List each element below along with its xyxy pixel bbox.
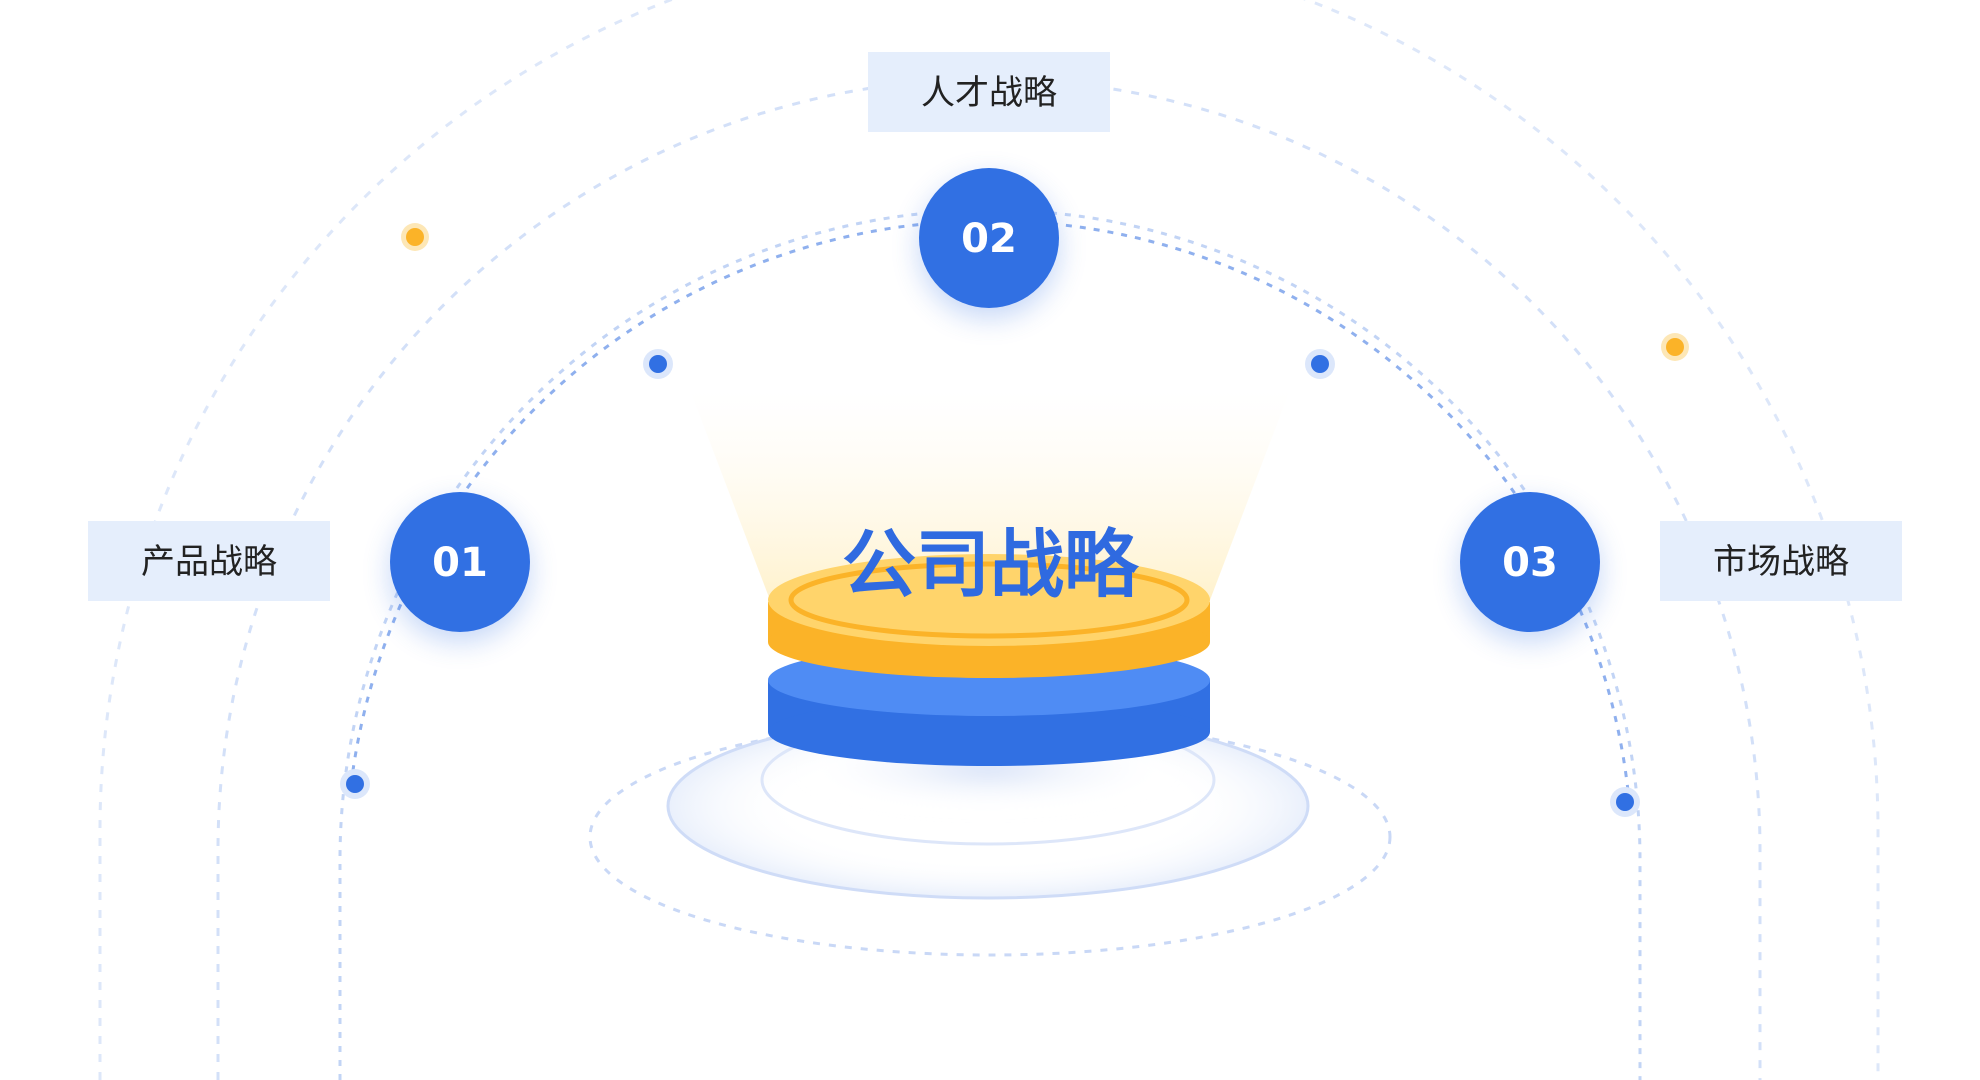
gold-disc-top [768,554,1210,646]
strategy-label-03: 市场战略 [1660,521,1902,601]
blue-dot-upper-right-core [1311,355,1329,373]
strategy-node-03: 03 [1460,492,1600,642]
label-02-box [868,52,1110,132]
outer-arc [98,0,1880,1080]
strategy-label-02: 人才战略 [868,52,1110,132]
strategy-label-01: 产品战略 [88,521,330,601]
node-03-number: 03 [1502,540,1558,586]
light-beam [690,390,1290,600]
label-01-text: 产品战略 [141,542,277,582]
node-01-circle [390,492,530,632]
strategy-node-01: 01 [390,492,530,642]
node-03-circle [1460,492,1600,632]
blue-dot-upper-left-core [649,355,667,373]
orange-dot-left-core [406,228,424,246]
node-01-number: 01 [432,540,488,586]
blue-dot-lower-right-core [1616,793,1634,811]
center-title: 公司战略 [842,522,1140,608]
node-02-circle [919,168,1059,308]
orbit-dots [340,223,1689,817]
label-01-box [88,521,330,601]
center-platform: 公司战略 [588,390,1392,957]
label-02-text: 人才战略 [921,73,1057,113]
strategy-node-02: 02 [919,168,1059,318]
orange-dot-right-core [1666,338,1684,356]
node-02-number: 02 [961,216,1017,262]
blue-dot-lower-left-core [346,775,364,793]
label-03-box [1660,521,1902,601]
label-03-text: 市场战略 [1713,542,1849,582]
gold-disc-ring [788,561,1190,639]
blue-disc-bottom [768,698,1210,766]
